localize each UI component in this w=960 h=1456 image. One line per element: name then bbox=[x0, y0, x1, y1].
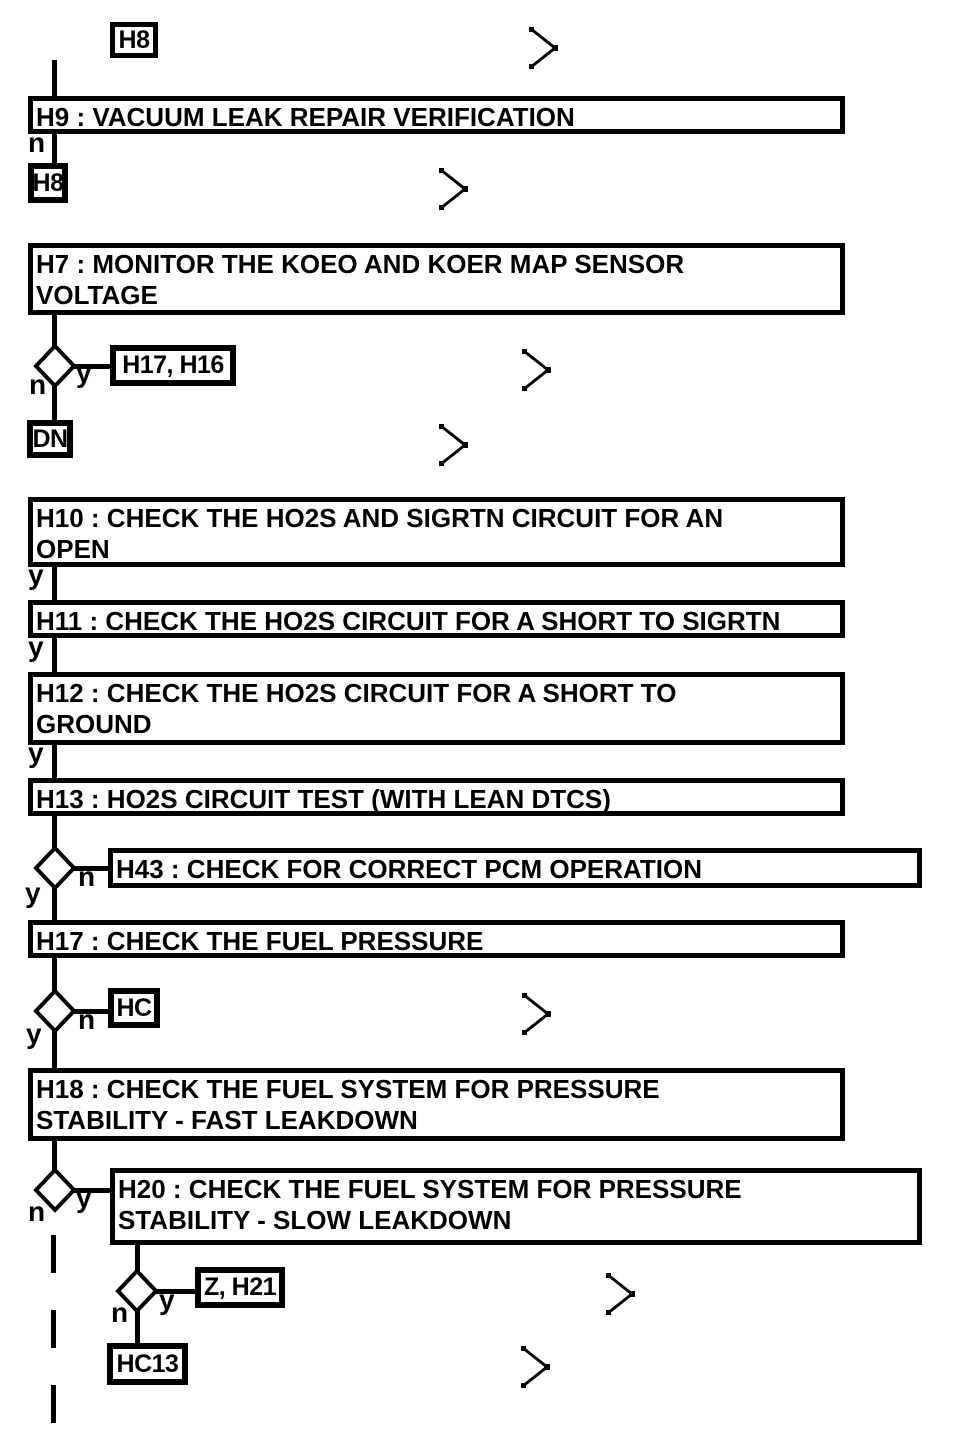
branch-label-y: y bbox=[28, 559, 44, 590]
flow-line bbox=[70, 1188, 112, 1193]
node-h8-top: H8 bbox=[110, 22, 158, 58]
node-h18: H18 : CHECK THE FUEL SYSTEM FOR PRESSURE… bbox=[28, 1068, 845, 1141]
flow-line bbox=[52, 814, 57, 848]
decision-diamond bbox=[33, 988, 77, 1034]
flow-line bbox=[135, 1244, 140, 1272]
flow-line bbox=[52, 637, 57, 673]
node-h17: H17 : CHECK THE FUEL PRESSURE bbox=[28, 920, 845, 958]
node-z-h21: Z, H21 bbox=[195, 1267, 285, 1308]
node-h10: H10 : CHECK THE HO2S AND SIGRTN CIRCUIT … bbox=[28, 497, 845, 567]
branch-label-n: n bbox=[111, 1297, 129, 1328]
decision-diamond bbox=[33, 343, 77, 389]
offpage-chevron-icon bbox=[604, 1271, 636, 1317]
flow-line bbox=[152, 1289, 197, 1294]
offpage-chevron-icon bbox=[520, 991, 552, 1037]
branch-label-y: y bbox=[26, 1018, 42, 1049]
offpage-chevron-icon bbox=[437, 422, 469, 468]
node-h7: H7 : MONITOR THE KOEO AND KOER MAP SENSO… bbox=[28, 243, 845, 315]
flow-line bbox=[52, 957, 57, 991]
flow-line bbox=[52, 566, 57, 601]
flow-line bbox=[52, 133, 57, 164]
branch-label-n: n bbox=[78, 861, 96, 892]
node-hc: HC bbox=[108, 988, 160, 1028]
flow-line bbox=[52, 384, 57, 421]
flow-line bbox=[52, 314, 57, 348]
flow-line bbox=[70, 866, 110, 871]
flow-line bbox=[135, 1308, 140, 1344]
node-hc13: HC13 bbox=[107, 1343, 188, 1385]
offpage-chevron-icon bbox=[527, 25, 559, 71]
flow-line bbox=[52, 1029, 57, 1069]
node-h12: H12 : CHECK THE HO2S CIRCUIT FOR A SHORT… bbox=[28, 672, 845, 745]
node-h13: H13 : HO2S CIRCUIT TEST (WITH LEAN DTCS) bbox=[28, 778, 845, 816]
flow-line bbox=[52, 1139, 57, 1170]
offpage-chevron-icon bbox=[519, 1344, 551, 1390]
branch-label-y: y bbox=[25, 877, 41, 908]
branch-label-y: y bbox=[76, 1182, 92, 1213]
branch-label-n: n bbox=[29, 369, 47, 400]
offpage-chevron-icon bbox=[437, 166, 469, 212]
decision-diamond bbox=[115, 1268, 159, 1314]
node-h8: H8 bbox=[28, 163, 68, 203]
flow-line bbox=[70, 1009, 110, 1014]
node-h43: H43 : CHECK FOR CORRECT PCM OPERATION bbox=[108, 848, 922, 888]
decision-diamond bbox=[33, 1167, 77, 1213]
flow-line bbox=[70, 364, 112, 369]
node-h9: H9 : VACUUM LEAK REPAIR VERIFICATION bbox=[28, 96, 845, 134]
branch-label-y: y bbox=[76, 357, 92, 388]
flow-line bbox=[52, 744, 57, 779]
branch-label-y: y bbox=[28, 737, 44, 768]
node-h17-h16: H17, H16 bbox=[110, 345, 236, 386]
branch-label-y: y bbox=[159, 1284, 175, 1315]
branch-label-y: y bbox=[28, 631, 44, 662]
branch-label-n: n bbox=[78, 1004, 96, 1035]
decision-diamond bbox=[33, 845, 77, 891]
node-h20: H20 : CHECK THE FUEL SYSTEM FOR PRESSURE… bbox=[110, 1168, 922, 1245]
offpage-chevron-icon bbox=[520, 347, 552, 393]
flow-line bbox=[52, 886, 57, 921]
dashed-continuation-line bbox=[51, 1235, 56, 1423]
branch-label-n: n bbox=[28, 1196, 46, 1227]
flow-line bbox=[52, 60, 57, 97]
branch-label-n: n bbox=[28, 127, 46, 158]
node-h11: H11 : CHECK THE HO2S CIRCUIT FOR A SHORT… bbox=[28, 600, 845, 638]
node-dn: DN bbox=[27, 420, 73, 458]
